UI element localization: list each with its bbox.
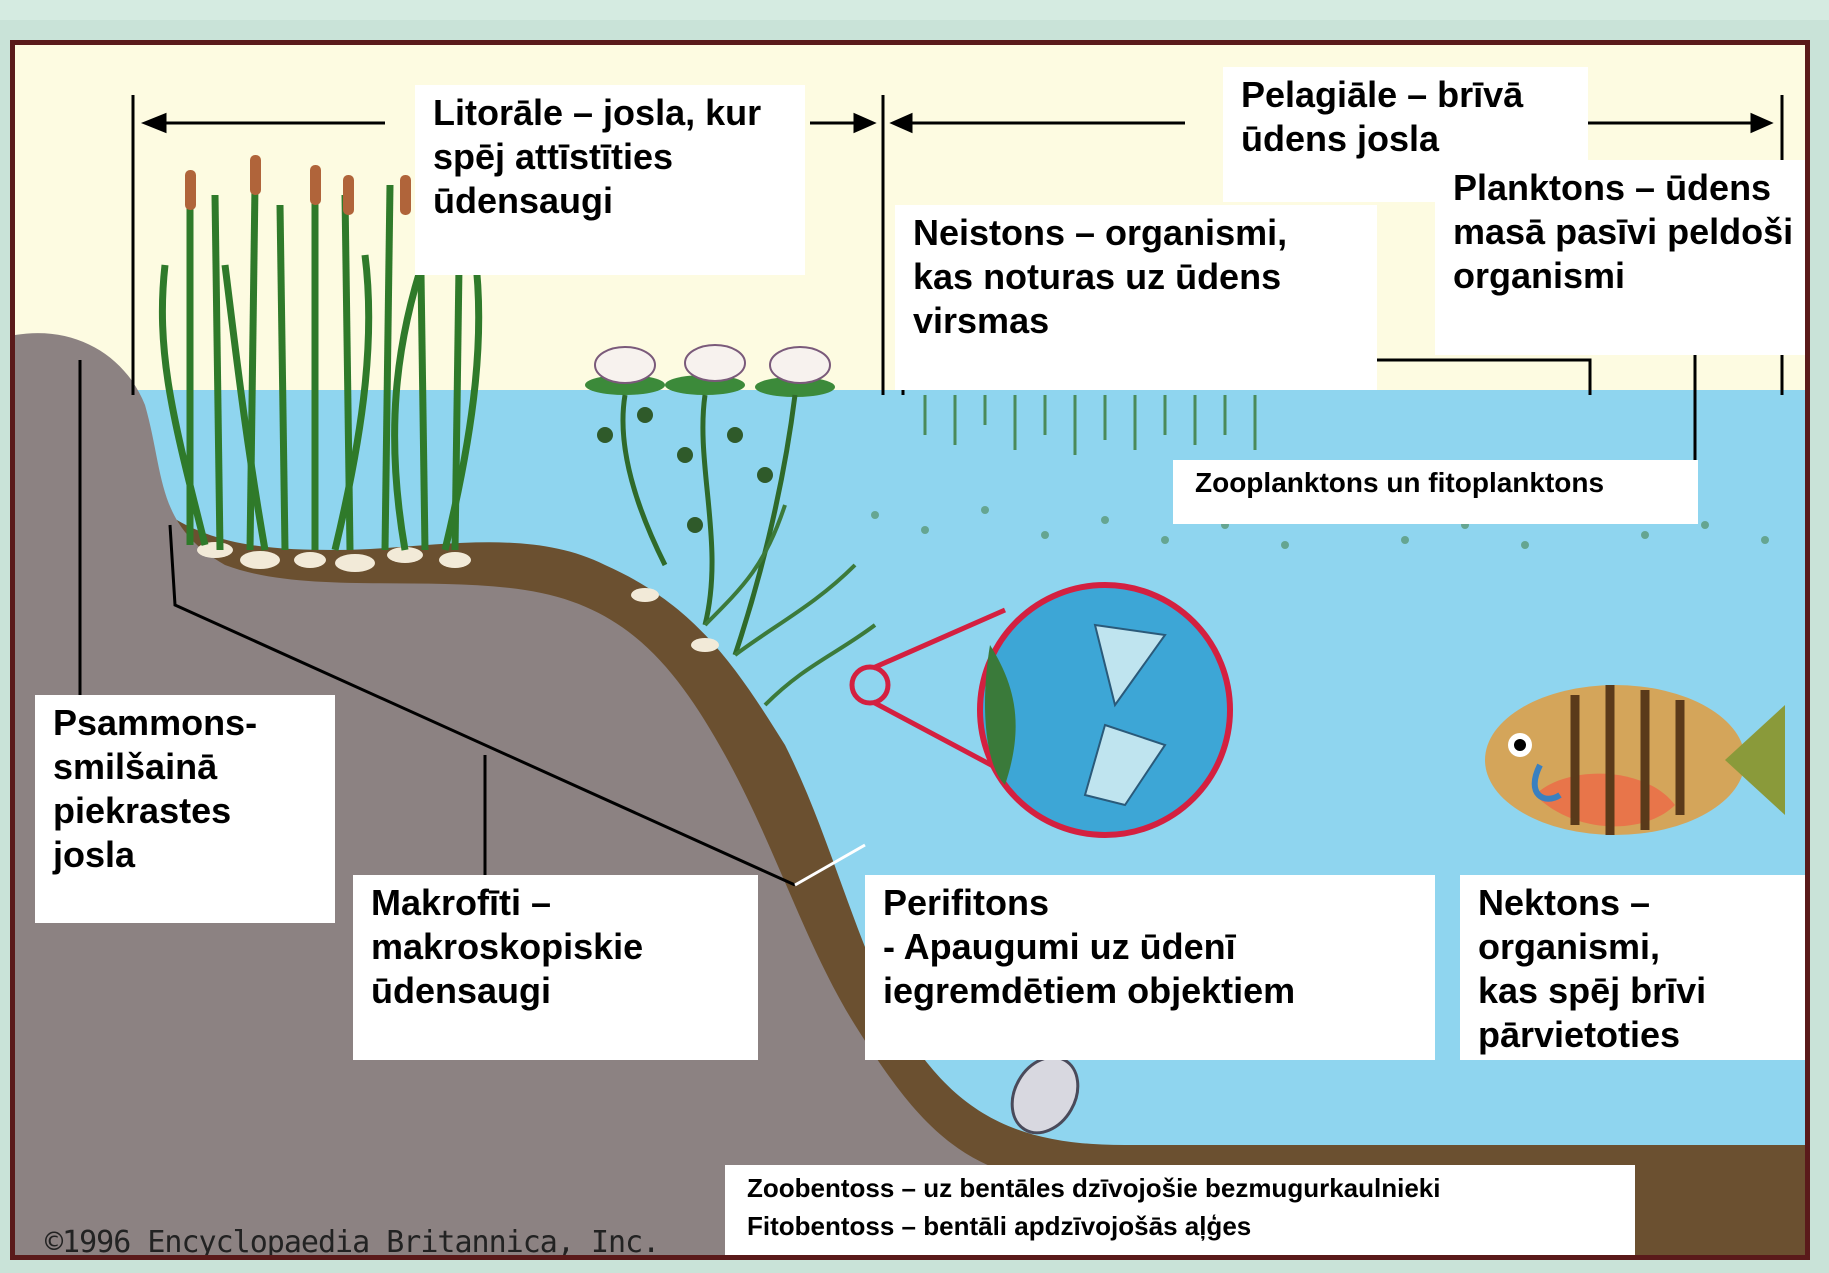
copyright-notice: ©1996 Encyclopaedia Britannica, Inc.: [45, 1225, 659, 1260]
bentoss-label: Zoobentoss – uz bentāles dzīvojošie bezm…: [725, 1165, 1635, 1260]
zooplanktons-label: Zooplanktons un fitoplanktons: [1173, 460, 1698, 524]
makrofiti-label: Makrofīti – makroskopiskie ūdensaugi: [353, 875, 758, 1060]
diagram-frame: Litorāle – josla, kur spēj attīstīties ū…: [10, 40, 1810, 1260]
neistons-label: Neistons – organismi, kas noturas uz ūde…: [895, 205, 1377, 390]
slide-top-band: [0, 0, 1829, 20]
litorale-label: Litorāle – josla, kur spēj attīstīties ū…: [415, 85, 805, 275]
planktons-label: Planktons – ūdens masā pasīvi peldoši or…: [1435, 160, 1810, 355]
psammons-label: Psammons- smilšainā piekrastes josla: [35, 695, 335, 923]
perifitons-label: Perifitons - Apaugumi uz ūdenī iegremdēt…: [865, 875, 1435, 1060]
nektons-label: Nektons – organismi, kas spēj brīvi pārv…: [1460, 875, 1810, 1060]
